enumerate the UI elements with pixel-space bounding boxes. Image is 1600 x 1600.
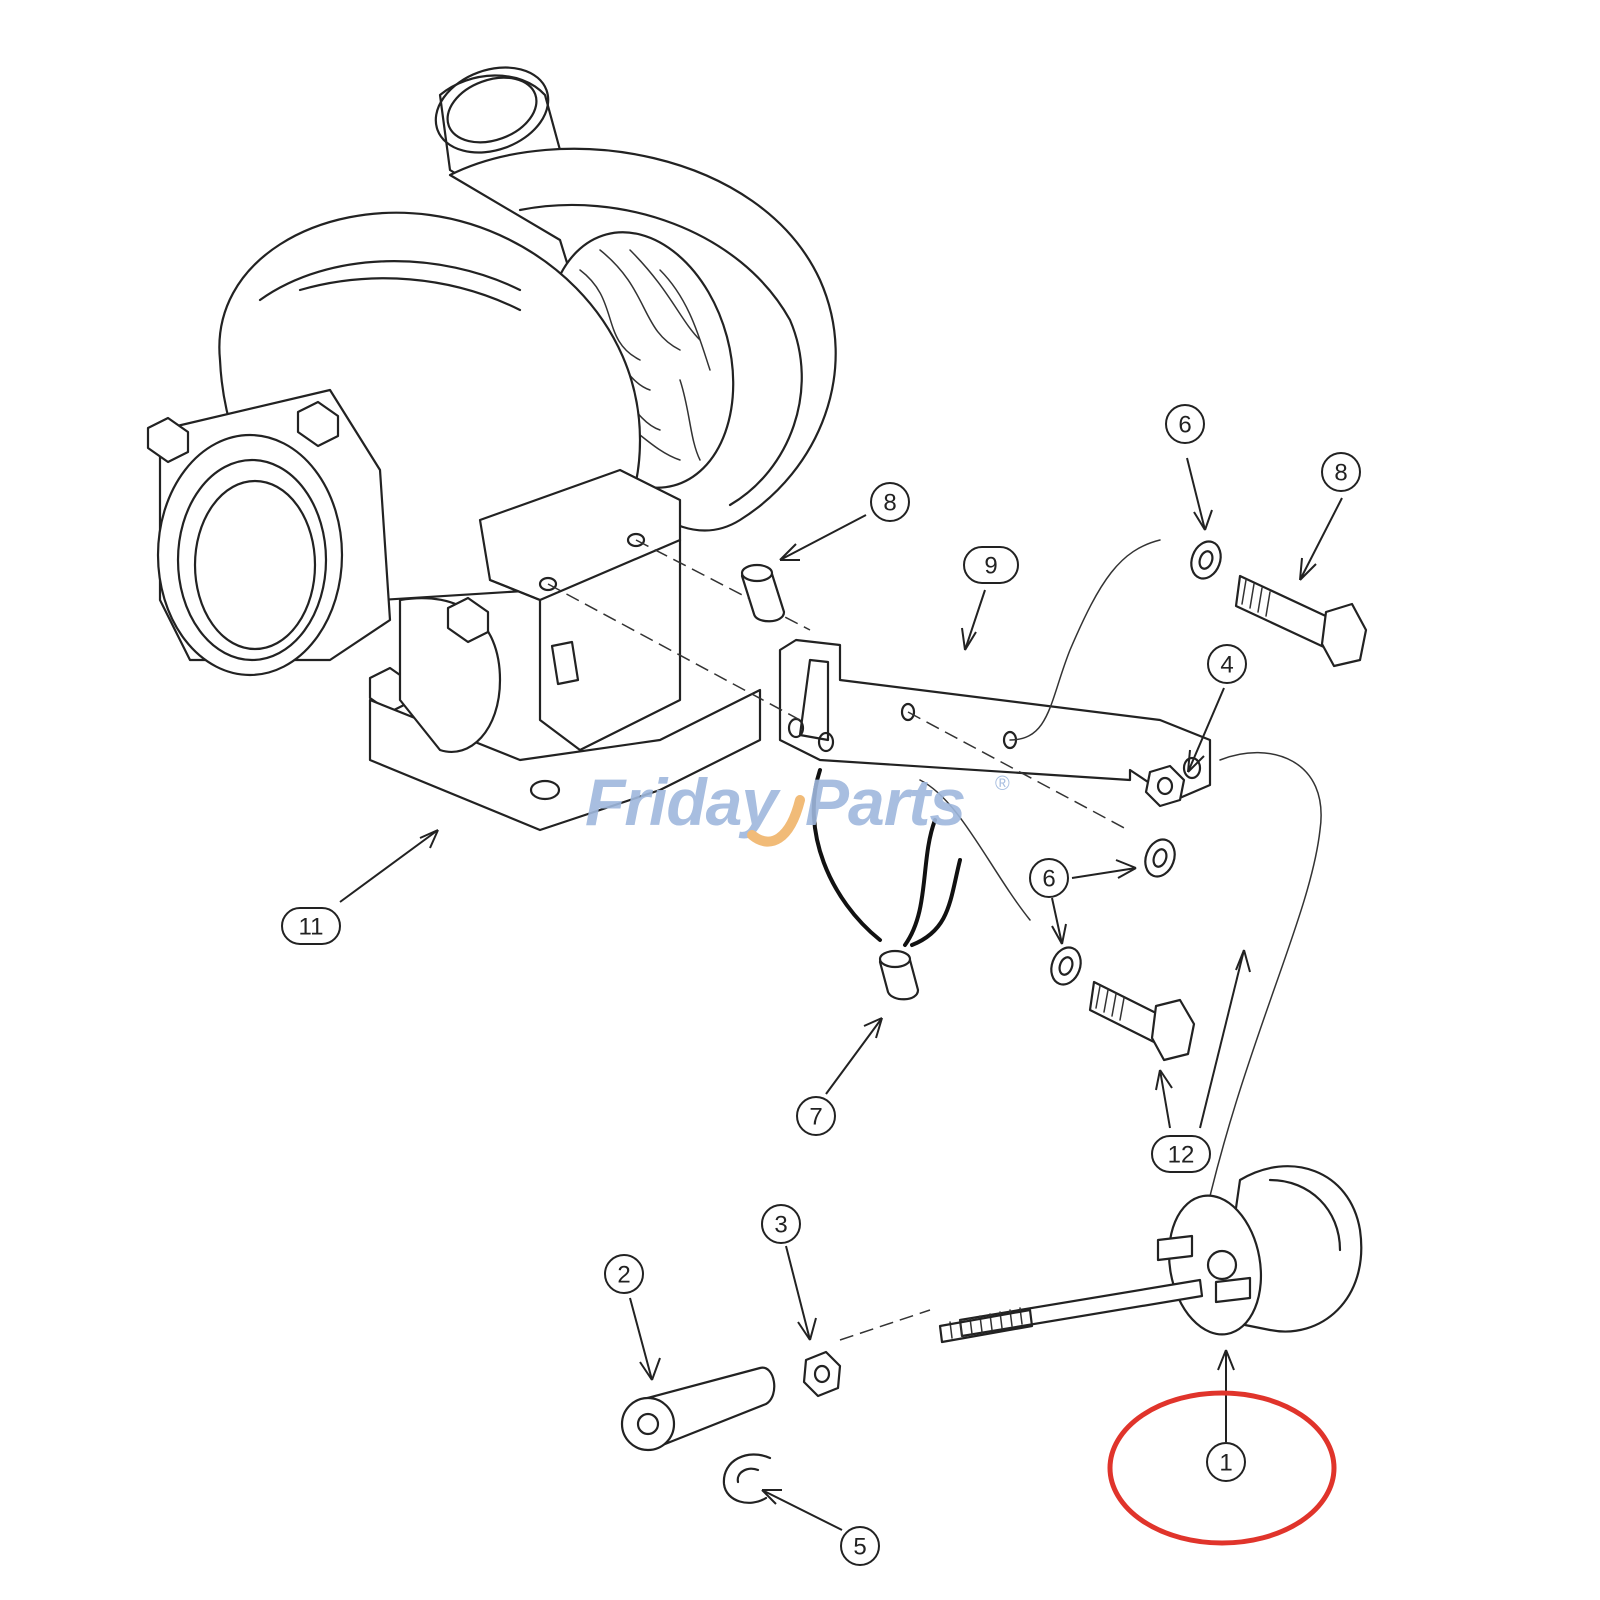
callout-12-label: 12 [1168,1142,1195,1169]
turbocharger-assembly [146,66,837,832]
callout-3-label: 3 [774,1212,787,1239]
assembly-lines [547,539,1322,1341]
watermark-swoosh [747,795,805,847]
svg-text:®: ® [995,773,1010,795]
spacer-7 [811,768,962,1001]
bolt-12 [1088,980,1196,1062]
washer-6-top [1190,540,1222,580]
callout-6-top-label: 6 [1178,412,1191,439]
washer-6-lower [1050,946,1082,986]
callout-1-label: 1 [1219,1450,1232,1477]
spacer-8 [740,563,786,623]
bolt-9 [1234,574,1368,668]
wastegate-actuator [938,1165,1363,1344]
svg-text:Parts: Parts [805,765,965,839]
callout-9-label: 8 [1334,460,1347,487]
callout-10-label: 9 [984,553,997,580]
clip-5 [722,1453,772,1504]
callout-2-label: 2 [617,1262,630,1289]
callout-5-label: 5 [853,1534,866,1561]
callout-4-label: 4 [1220,652,1233,679]
callout-7-label: 7 [809,1104,822,1131]
clevis-2 [620,1366,776,1452]
watermark: Friday Parts ® [585,765,1010,847]
callout-6-middle-label: 6 [1042,866,1055,893]
callout-8-label: 8 [883,490,896,517]
svg-text:Friday: Friday [585,765,781,839]
callout-11-label: 11 [299,914,324,941]
washer-6-middle [1144,838,1176,878]
highlight-ring [1107,1390,1337,1546]
callout-8-circle [870,482,910,522]
callouts: 8 9 6 8 4 6 11 7 12 [281,404,1361,1566]
nut-4 [1144,764,1186,808]
nut-3 [802,1350,842,1398]
